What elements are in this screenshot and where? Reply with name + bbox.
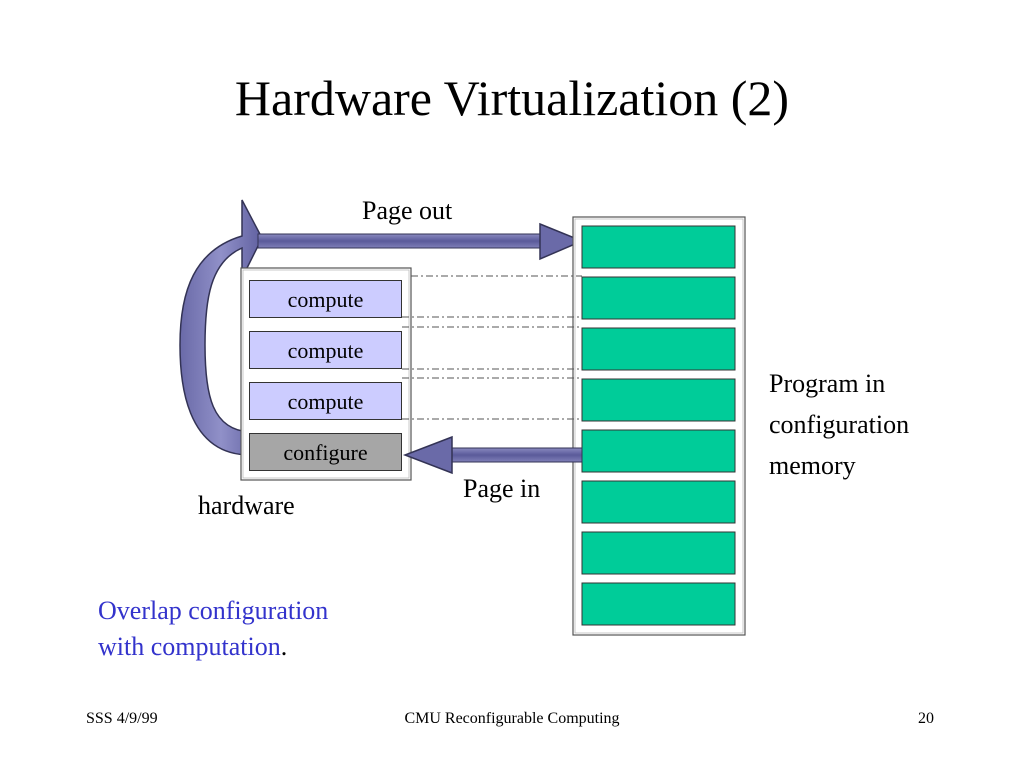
slide-title: Hardware Virtualization (2) bbox=[234, 70, 790, 126]
memory-pages bbox=[581, 225, 736, 626]
memory-label: Program in configuration memory bbox=[769, 363, 909, 486]
memory-label-line-3: memory bbox=[769, 451, 856, 480]
note-period: . bbox=[280, 632, 288, 661]
note-line-2-wrap: with computation. bbox=[98, 629, 328, 665]
memory-page-2 bbox=[581, 276, 736, 320]
page-out-arrow bbox=[257, 222, 584, 261]
page-in-label: Page in bbox=[463, 474, 541, 503]
footer-date: SSS 4/9/99 bbox=[86, 710, 158, 727]
memory-label-line-2: configuration bbox=[769, 410, 910, 439]
note-line-2: with computation bbox=[98, 632, 281, 661]
memory-label-line-1: Program in bbox=[769, 369, 886, 398]
overlap-note: Overlap configuration with computation. bbox=[98, 593, 328, 665]
page-in-arrow bbox=[402, 435, 583, 475]
hardware-slot-compute-2: compute bbox=[249, 331, 402, 369]
memory-page-5 bbox=[581, 429, 736, 473]
hardware-slot-compute-3: compute bbox=[249, 382, 402, 420]
page-out-label: Page out bbox=[362, 196, 453, 225]
hardware-label: hardware bbox=[198, 491, 295, 520]
correspondence-lines bbox=[402, 275, 582, 420]
memory-page-4 bbox=[581, 378, 736, 422]
hardware-slot-compute-1: compute bbox=[249, 280, 402, 318]
footer-course: CMU Reconfigurable Computing bbox=[404, 710, 620, 727]
memory-page-3 bbox=[581, 327, 736, 371]
memory-page-7 bbox=[581, 531, 736, 575]
return-arc-arrow bbox=[179, 199, 263, 456]
memory-page-6 bbox=[581, 480, 736, 524]
note-line-1: Overlap configuration bbox=[98, 596, 329, 625]
memory-page-1 bbox=[581, 225, 736, 269]
memory-page-8 bbox=[581, 582, 736, 626]
hardware-slot-configure: configure bbox=[249, 433, 402, 471]
footer-page-number: 20 bbox=[918, 710, 934, 727]
